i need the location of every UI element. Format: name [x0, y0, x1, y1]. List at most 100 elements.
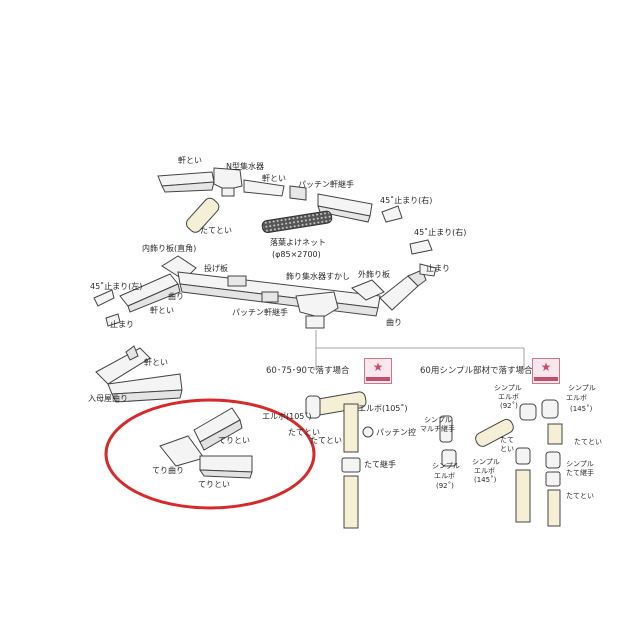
label-simple-elbow145-a1: シンプル: [568, 384, 596, 392]
label-nokitoi-top: 軒とい: [178, 156, 202, 165]
label-kazari-shusui: 飾り集水器すかし: [286, 272, 350, 281]
star-icon: ★: [372, 360, 384, 374]
badge-right: ★: [532, 358, 560, 384]
stop45-right-1: [381, 205, 403, 223]
label-simple-elbow145-b3: (145˚): [474, 476, 497, 484]
label-simple-elbow92-b3: (92˚): [436, 482, 454, 490]
pipe-right-upper: [547, 423, 563, 445]
label-simple-elbow92-b2: エルボ: [434, 472, 455, 480]
middle-assembly: [93, 255, 437, 329]
connector-lines: [315, 330, 525, 370]
n-collector-outlet: [221, 187, 235, 197]
stop-left: [105, 313, 121, 327]
simple-elbow-92-b: [441, 449, 457, 467]
stop-right: [419, 263, 437, 277]
label-sotokazari: 外飾り板: [358, 270, 390, 279]
label-tomari45-l: 45˚止まり(左): [90, 282, 143, 291]
label-simple-elbow145-a3: (145˚): [570, 405, 593, 413]
label-nokitoi-irimoya: 軒とい: [144, 358, 168, 367]
label-simple-elbow145-a2: エルボ: [566, 394, 587, 402]
label-simple-elbow92-a3: (92˚): [500, 402, 518, 410]
outer-decor-plate: [351, 279, 385, 301]
label-tomari-right: 止まり: [426, 264, 450, 273]
simple-elbow-145-a: [541, 399, 559, 419]
label-simple-elbow145-b1: シンプル: [472, 458, 500, 466]
simple-elbow-92-a: [519, 403, 537, 421]
nageita-part: [227, 275, 247, 287]
irimoya-left-arm: [95, 347, 151, 385]
label-magari-left: 曲り: [168, 292, 184, 301]
patchin-joint-top: [289, 185, 307, 201]
gutter-top-right-side: [317, 205, 371, 223]
patchin-joint-mid: [261, 291, 279, 303]
label-n-shusuiki: N型集水器: [226, 162, 264, 171]
label-tatetoi-a2: たてとい: [310, 436, 342, 445]
pipe-segment: [343, 403, 359, 453]
teritoi-top-side: [199, 419, 243, 451]
stop45-right-2: [409, 239, 433, 255]
label-tatetoi-top: たてとい: [200, 226, 232, 235]
elbow-105-a: [305, 395, 321, 419]
teri-magari-part: [159, 435, 205, 467]
teritoi-bottom-side: [199, 469, 253, 479]
irimoya-joint: [125, 345, 139, 361]
label-simple-elbow92-b1: シンプル: [432, 462, 460, 470]
label-rakuyo-net: 落葉よけネット: [270, 238, 326, 247]
label-nokitoi-mid: 軒とい: [262, 174, 286, 183]
leaf-net: [261, 210, 333, 234]
pipe-right-lower: [547, 489, 561, 527]
label-pacchin-top: パッチン軒継手: [298, 180, 354, 189]
label-uchikazari: 内飾り板(直角): [142, 244, 197, 253]
banner-right: 60用シンプル部材で落す場合: [420, 366, 533, 376]
label-tatetoi-b4: たてとい: [566, 492, 594, 500]
label-nokitoi-left: 軒とい: [150, 306, 174, 315]
label-teritoi-top: てりとい: [218, 436, 250, 445]
downpipe-option-right: [439, 399, 563, 527]
simple-elbow-145-b: [545, 451, 561, 469]
teritoi-bottom-part: [199, 455, 253, 473]
gutter-mid-right: [379, 275, 419, 311]
irimoya-right-side: [111, 389, 183, 403]
label-tatetoi-b1: たて: [500, 436, 514, 444]
downpipe-option-left: [305, 391, 374, 529]
label-simple-tate-1: シンプル: [566, 460, 594, 468]
label-tomari-left: 止まり: [110, 320, 134, 329]
simple-tate-joint: [545, 471, 561, 487]
simple-elbow-92-c: [515, 447, 531, 465]
label-simple-tate-2: たて継手: [566, 469, 594, 477]
label-irimoya-magari: 入母屋曲り: [88, 394, 128, 403]
label-tatetoi-b3: たてとい: [574, 438, 602, 446]
label-tatetoi-b2: とい: [500, 445, 514, 453]
patchin-clip: [362, 426, 374, 438]
gutter-mid-left-side: [127, 283, 181, 313]
top-assembly: [157, 167, 433, 255]
teri-assembly: [159, 407, 253, 479]
label-nageita: 投げ板: [204, 264, 228, 273]
label-teritoi-bottom: てりとい: [198, 480, 230, 489]
label-simple-multi-1: シンプル: [424, 416, 452, 424]
banner-left: 60･75･90で落す場合: [266, 366, 350, 376]
label-elbow105-b: エルボ(105˚): [358, 404, 408, 413]
label-tate-tsugite: たて継手: [364, 460, 396, 469]
label-simple-elbow92-a1: シンプル: [494, 384, 522, 392]
star-icon: ★: [540, 360, 552, 374]
simple-multi-joint: [439, 415, 453, 443]
label-simple-elbow145-b2: エルボ: [474, 467, 495, 475]
pipe-right-mid: [515, 469, 531, 523]
gutter-top-left-side: [161, 181, 215, 193]
label-rakuyo-size: (φ85×2700): [272, 250, 321, 259]
highlight-circle: [104, 398, 316, 510]
decor-collector: [295, 291, 339, 319]
decor-collector-outlet: [305, 315, 325, 329]
label-tatetoi-a1: たてとい: [288, 428, 320, 437]
tatetoi-top-pipe: [185, 197, 220, 233]
label-elbow105-a: エルボ(105˚): [262, 412, 312, 421]
label-simple-elbow92-a2: エルボ: [498, 393, 519, 401]
label-teri-magari: てり曲り: [152, 466, 184, 475]
label-simple-multi-2: マルチ継手: [420, 425, 455, 433]
badge-left: ★: [364, 358, 392, 384]
n-collector: [213, 167, 243, 191]
tate-tsugite-part: [341, 457, 361, 473]
